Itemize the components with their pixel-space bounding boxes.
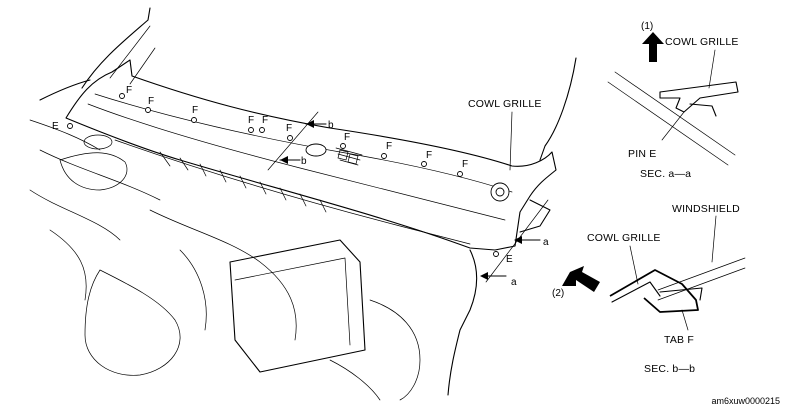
pin-e-leader — [661, 111, 685, 141]
section-b-title: SEC. b—b — [644, 363, 695, 375]
tab-f-label: F — [126, 85, 132, 96]
fender-edge — [519, 199, 551, 233]
section-b-arrowhead-lower — [280, 156, 288, 164]
section-b-indicator: b b — [267, 111, 334, 171]
tab-f-label: F — [386, 141, 392, 152]
cowl-corner-hole-inner — [495, 187, 505, 197]
washer-nozzle-hole — [305, 143, 327, 157]
reservoir-top — [83, 134, 113, 150]
tab-f-point — [381, 153, 387, 159]
tab-f-label: F — [462, 159, 468, 170]
pin-e-point — [493, 251, 499, 257]
cowl-grille-profile-b — [609, 269, 699, 313]
tab-f-point — [191, 117, 197, 123]
section-a-arrowhead-lower — [480, 272, 488, 280]
cowl-lower-edge — [114, 139, 471, 245]
cowl-grille-sec-b-label: COWL GRILLE — [587, 232, 661, 244]
air-box-contour — [84, 269, 181, 376]
tab-f-point — [145, 107, 151, 113]
engine-block-contour — [149, 209, 297, 341]
section-a-arrowhead-upper — [514, 236, 522, 244]
callout-1-label: (1) — [641, 21, 653, 32]
strut-tower-outline — [447, 249, 478, 396]
section-b-arrowhead-upper — [306, 120, 314, 128]
cowl-grille-inner-b — [611, 281, 661, 303]
engine-bay-contour — [29, 119, 161, 301]
section-b-marker-upper: b — [328, 120, 334, 131]
tab-f-point — [287, 135, 293, 141]
tab-f-label: F — [262, 115, 268, 126]
direction-arrow-up — [642, 32, 664, 62]
tab-f-point — [421, 161, 427, 167]
tab-f-label: F — [286, 123, 292, 134]
tab-f-label: F — [344, 132, 350, 143]
cowl-inner-edge-1 — [87, 103, 506, 221]
pin-e-label-left: E — [52, 121, 59, 132]
pin-e-label: PIN E — [628, 148, 656, 160]
tab-f-point — [340, 143, 346, 149]
direction-arrow-left — [562, 266, 600, 292]
battery-box — [229, 239, 366, 373]
tab-f-point — [259, 127, 265, 133]
cowl-grille-main-label: COWL GRILLE — [468, 98, 542, 110]
windshield-label: WINDSHIELD — [672, 203, 740, 215]
section-a-title: SEC. a—a — [640, 168, 691, 180]
section-b-view: WINDSHIELD COWL GRILLE TAB F (2) SEC. b—… — [552, 203, 746, 375]
windshield-edge — [109, 25, 156, 85]
grille-vent — [337, 149, 359, 165]
engine-lower-contour — [329, 299, 421, 401]
tab-f-label: F — [426, 150, 432, 161]
cowl-grille-leader — [509, 111, 513, 171]
tab-f-label: F — [192, 105, 198, 116]
cowl-grille-lip-a — [689, 103, 717, 117]
windshield-glass-section-b — [657, 257, 746, 301]
tab-f-label: F — [248, 115, 254, 126]
tab-f-leader — [681, 309, 689, 331]
battery-edge — [234, 257, 351, 346]
cowl-ribs — [159, 151, 327, 213]
cowl-grille-sec-a-label: COWL GRILLE — [665, 36, 739, 48]
tab-f-markers: F F F F F F F F F F F — [67, 85, 499, 257]
tab-f-point — [457, 171, 463, 177]
cowl-grille-sec-a-leader — [708, 49, 716, 89]
windshield-glass-section-a — [607, 71, 736, 166]
cowl-grille-profile-a — [659, 81, 739, 113]
cowl-inner-edge-2 — [94, 93, 513, 193]
section-a-indicator: a a — [480, 199, 549, 288]
tab-f-label: F — [148, 96, 154, 107]
windshield-leader — [711, 215, 717, 263]
tab-f-point — [119, 93, 125, 99]
windshield-outline — [81, 7, 577, 161]
hood-edge — [39, 79, 91, 101]
section-a-marker-lower: a — [511, 277, 517, 288]
callout-2-label: (2) — [552, 288, 564, 299]
section-a-view: (1) COWL GRILLE PIN E SEC. a—a — [607, 21, 739, 180]
section-a-marker-upper: a — [543, 237, 549, 248]
pin-e-point — [67, 123, 73, 129]
section-b-cut-line — [267, 111, 319, 171]
tab-f-profile — [659, 287, 703, 301]
grille-mesh — [335, 147, 363, 166]
cowl-grille-sec-b-leader — [629, 245, 639, 285]
figure-code: am6xuw0000215 — [711, 396, 780, 406]
cowl-grille-panel — [65, 59, 557, 251]
tab-f-point — [248, 127, 254, 133]
reservoir-cap — [59, 152, 128, 191]
main-illustration — [29, 7, 577, 401]
pin-e-label-right: E — [506, 254, 513, 265]
section-b-marker-lower: b — [301, 156, 307, 167]
tab-f-section-label: TAB F — [664, 334, 694, 346]
